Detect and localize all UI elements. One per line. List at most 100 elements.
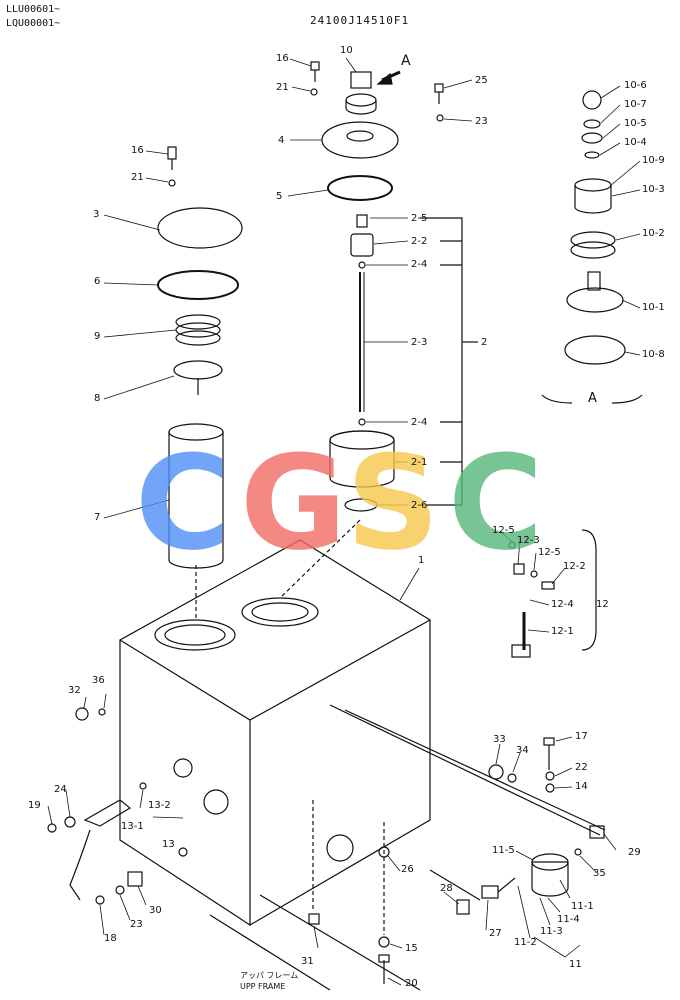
callout-2-4-lower: 2-4 (411, 417, 428, 428)
callout-10-5: 10-5 (624, 118, 647, 129)
cap-10-3 (574, 185, 612, 214)
callout-12-1: 12-1 (551, 626, 574, 637)
callout-2-3: 2-3 (411, 337, 428, 348)
cover-plate-4 (321, 121, 399, 159)
callout-6: 6 (94, 276, 101, 287)
callout-2-5: 2-5 (411, 213, 428, 224)
callout-12-2: 12-2 (563, 561, 586, 572)
callout-10-6: 10-6 (624, 80, 647, 91)
callout-34: 34 (516, 745, 529, 756)
callout-18: 18 (104, 933, 117, 944)
spring-9 (175, 330, 221, 346)
watermark-letter-c2: C (448, 427, 544, 579)
valve-2-2 (350, 233, 374, 257)
callout-8: 8 (94, 393, 101, 404)
callout-11: 11 (569, 959, 582, 970)
frame-note-en: UPP FRAME (240, 982, 286, 991)
callout-11-3: 11-3 (540, 926, 563, 937)
callout-16-left: 16 (131, 145, 144, 156)
callout-33: 33 (493, 734, 506, 745)
callout-35: 35 (593, 868, 606, 879)
callout-2-2: 2-2 (411, 236, 428, 247)
spring-2-5 (356, 214, 368, 228)
callout-3: 3 (93, 209, 100, 220)
callout-11-4: 11-4 (557, 914, 580, 925)
callout-36: 36 (92, 675, 105, 686)
serial-range-line-1: LLU00601~ (6, 4, 61, 15)
base-10-1 (566, 287, 624, 313)
watermark-letter-c1: C (135, 427, 231, 579)
callout-10: 10 (340, 45, 353, 56)
callout-13-2: 13-2 (148, 800, 171, 811)
element-10-2 (570, 231, 616, 249)
gasket-10-8 (564, 335, 626, 365)
callout-10-1: 10-1 (642, 302, 665, 313)
callout-13-1: 13-1 (121, 821, 144, 832)
watermark-letter-g: G (240, 427, 347, 579)
bolt-16-top (310, 61, 320, 71)
callout-10-8: 10-8 (642, 349, 665, 360)
fitting-27 (481, 885, 499, 899)
callout-11-5: 11-5 (492, 845, 515, 856)
callout-28: 28 (440, 883, 453, 894)
callout-25: 25 (475, 75, 488, 86)
callout-10-9: 10-9 (642, 155, 665, 166)
callout-10-3: 10-3 (642, 184, 665, 195)
bolt-25 (434, 83, 444, 93)
callout-5: 5 (276, 191, 283, 202)
callout-27: 27 (489, 928, 502, 939)
cover-3 (157, 207, 243, 249)
callout-12-5-upper: 12-5 (492, 525, 515, 536)
callout-2-4-upper: 2-4 (411, 259, 428, 270)
callout-14: 14 (575, 781, 588, 792)
o-ring-2-6 (344, 498, 378, 512)
callout-10-2: 10-2 (642, 228, 665, 239)
watermark-letter-s: S (346, 427, 440, 579)
callout-22: 22 (575, 762, 588, 773)
callout-12-3: 12-3 (517, 535, 540, 546)
callout-12-5-lower: 12-5 (538, 547, 561, 558)
callout-12: 12 (596, 599, 609, 610)
callout-17: 17 (575, 731, 588, 742)
callout-7: 7 (94, 512, 101, 523)
callout-1: 1 (418, 555, 425, 566)
callout-13: 13 (162, 839, 175, 850)
callout-23-top: 23 (475, 116, 488, 127)
callout-12-4: 12-4 (551, 599, 574, 610)
callout-2: 2 (481, 337, 488, 348)
callout-24: 24 (54, 784, 67, 795)
callout-19: 19 (28, 800, 41, 811)
callout-2-6: 2-6 (411, 500, 428, 511)
callout-26: 26 (401, 864, 414, 875)
frame-note-jp: アッパ フレーム (240, 971, 299, 980)
nut-10-6 (582, 90, 602, 110)
o-ring-5 (327, 175, 393, 201)
callout-15: 15 (405, 943, 418, 954)
callout-21-left: 21 (131, 172, 144, 183)
callout-29: 29 (628, 847, 641, 858)
serial-range-line-2: LQU00001~ (6, 18, 61, 29)
breather-cap-10 (350, 71, 372, 89)
callout-10-4: 10-4 (624, 137, 647, 148)
callout-31: 31 (301, 956, 314, 967)
callout-10-7: 10-7 (624, 99, 647, 110)
callout-23-left: 23 (130, 919, 143, 930)
callout-32: 32 (68, 685, 81, 696)
detail-view-label: A (588, 391, 597, 406)
callout-21-top: 21 (276, 82, 289, 93)
callout-view-a: A (401, 53, 411, 69)
clamp-30 (127, 871, 143, 887)
switch-29 (589, 825, 605, 839)
callout-16-top: 16 (276, 53, 289, 64)
callout-2-1: 2-1 (411, 457, 428, 468)
sender-13 (83, 799, 132, 827)
callout-11-2: 11-2 (514, 937, 537, 948)
callout-20: 20 (405, 978, 418, 989)
callout-11-1: 11-1 (571, 901, 594, 912)
callout-30: 30 (149, 905, 162, 916)
callout-9: 9 (94, 331, 101, 342)
callout-4: 4 (278, 135, 285, 146)
drawing-number: 24100J14510F1 (310, 14, 410, 27)
valve-8 (173, 360, 223, 380)
